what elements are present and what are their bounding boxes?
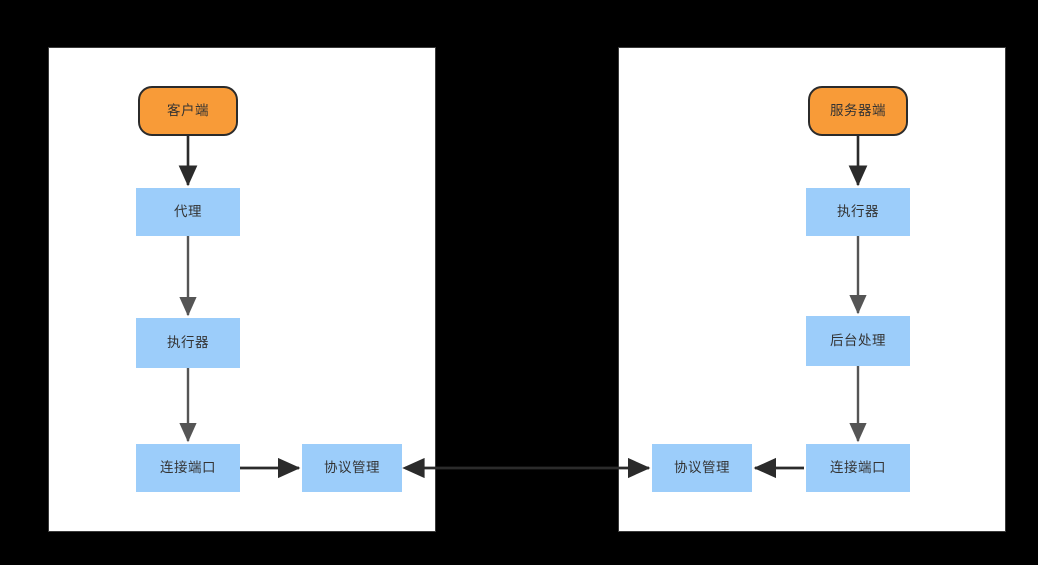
node-server-executor-label: 执行器 (837, 204, 879, 220)
node-server-port-label: 连接端口 (830, 460, 886, 476)
node-client-label: 客户端 (167, 103, 209, 119)
node-server-port[interactable]: 连接端口 (806, 444, 910, 492)
node-client-protocol[interactable]: 协议管理 (302, 444, 402, 492)
node-client-agent[interactable]: 代理 (136, 188, 240, 236)
node-client-executor[interactable]: 执行器 (136, 318, 240, 368)
node-server-protocol-label: 协议管理 (674, 460, 730, 476)
node-client-port[interactable]: 连接端口 (136, 444, 240, 492)
node-server-backend[interactable]: 后台处理 (806, 316, 910, 366)
node-client-protocol-label: 协议管理 (324, 460, 380, 476)
node-server-protocol[interactable]: 协议管理 (652, 444, 752, 492)
node-client[interactable]: 客户端 (138, 86, 238, 136)
node-server-executor[interactable]: 执行器 (806, 188, 910, 236)
node-server-label: 服务器端 (830, 103, 886, 119)
node-client-port-label: 连接端口 (160, 460, 216, 476)
node-server-backend-label: 后台处理 (830, 333, 886, 349)
node-client-executor-label: 执行器 (167, 335, 209, 351)
node-server[interactable]: 服务器端 (808, 86, 908, 136)
node-client-agent-label: 代理 (174, 204, 202, 220)
